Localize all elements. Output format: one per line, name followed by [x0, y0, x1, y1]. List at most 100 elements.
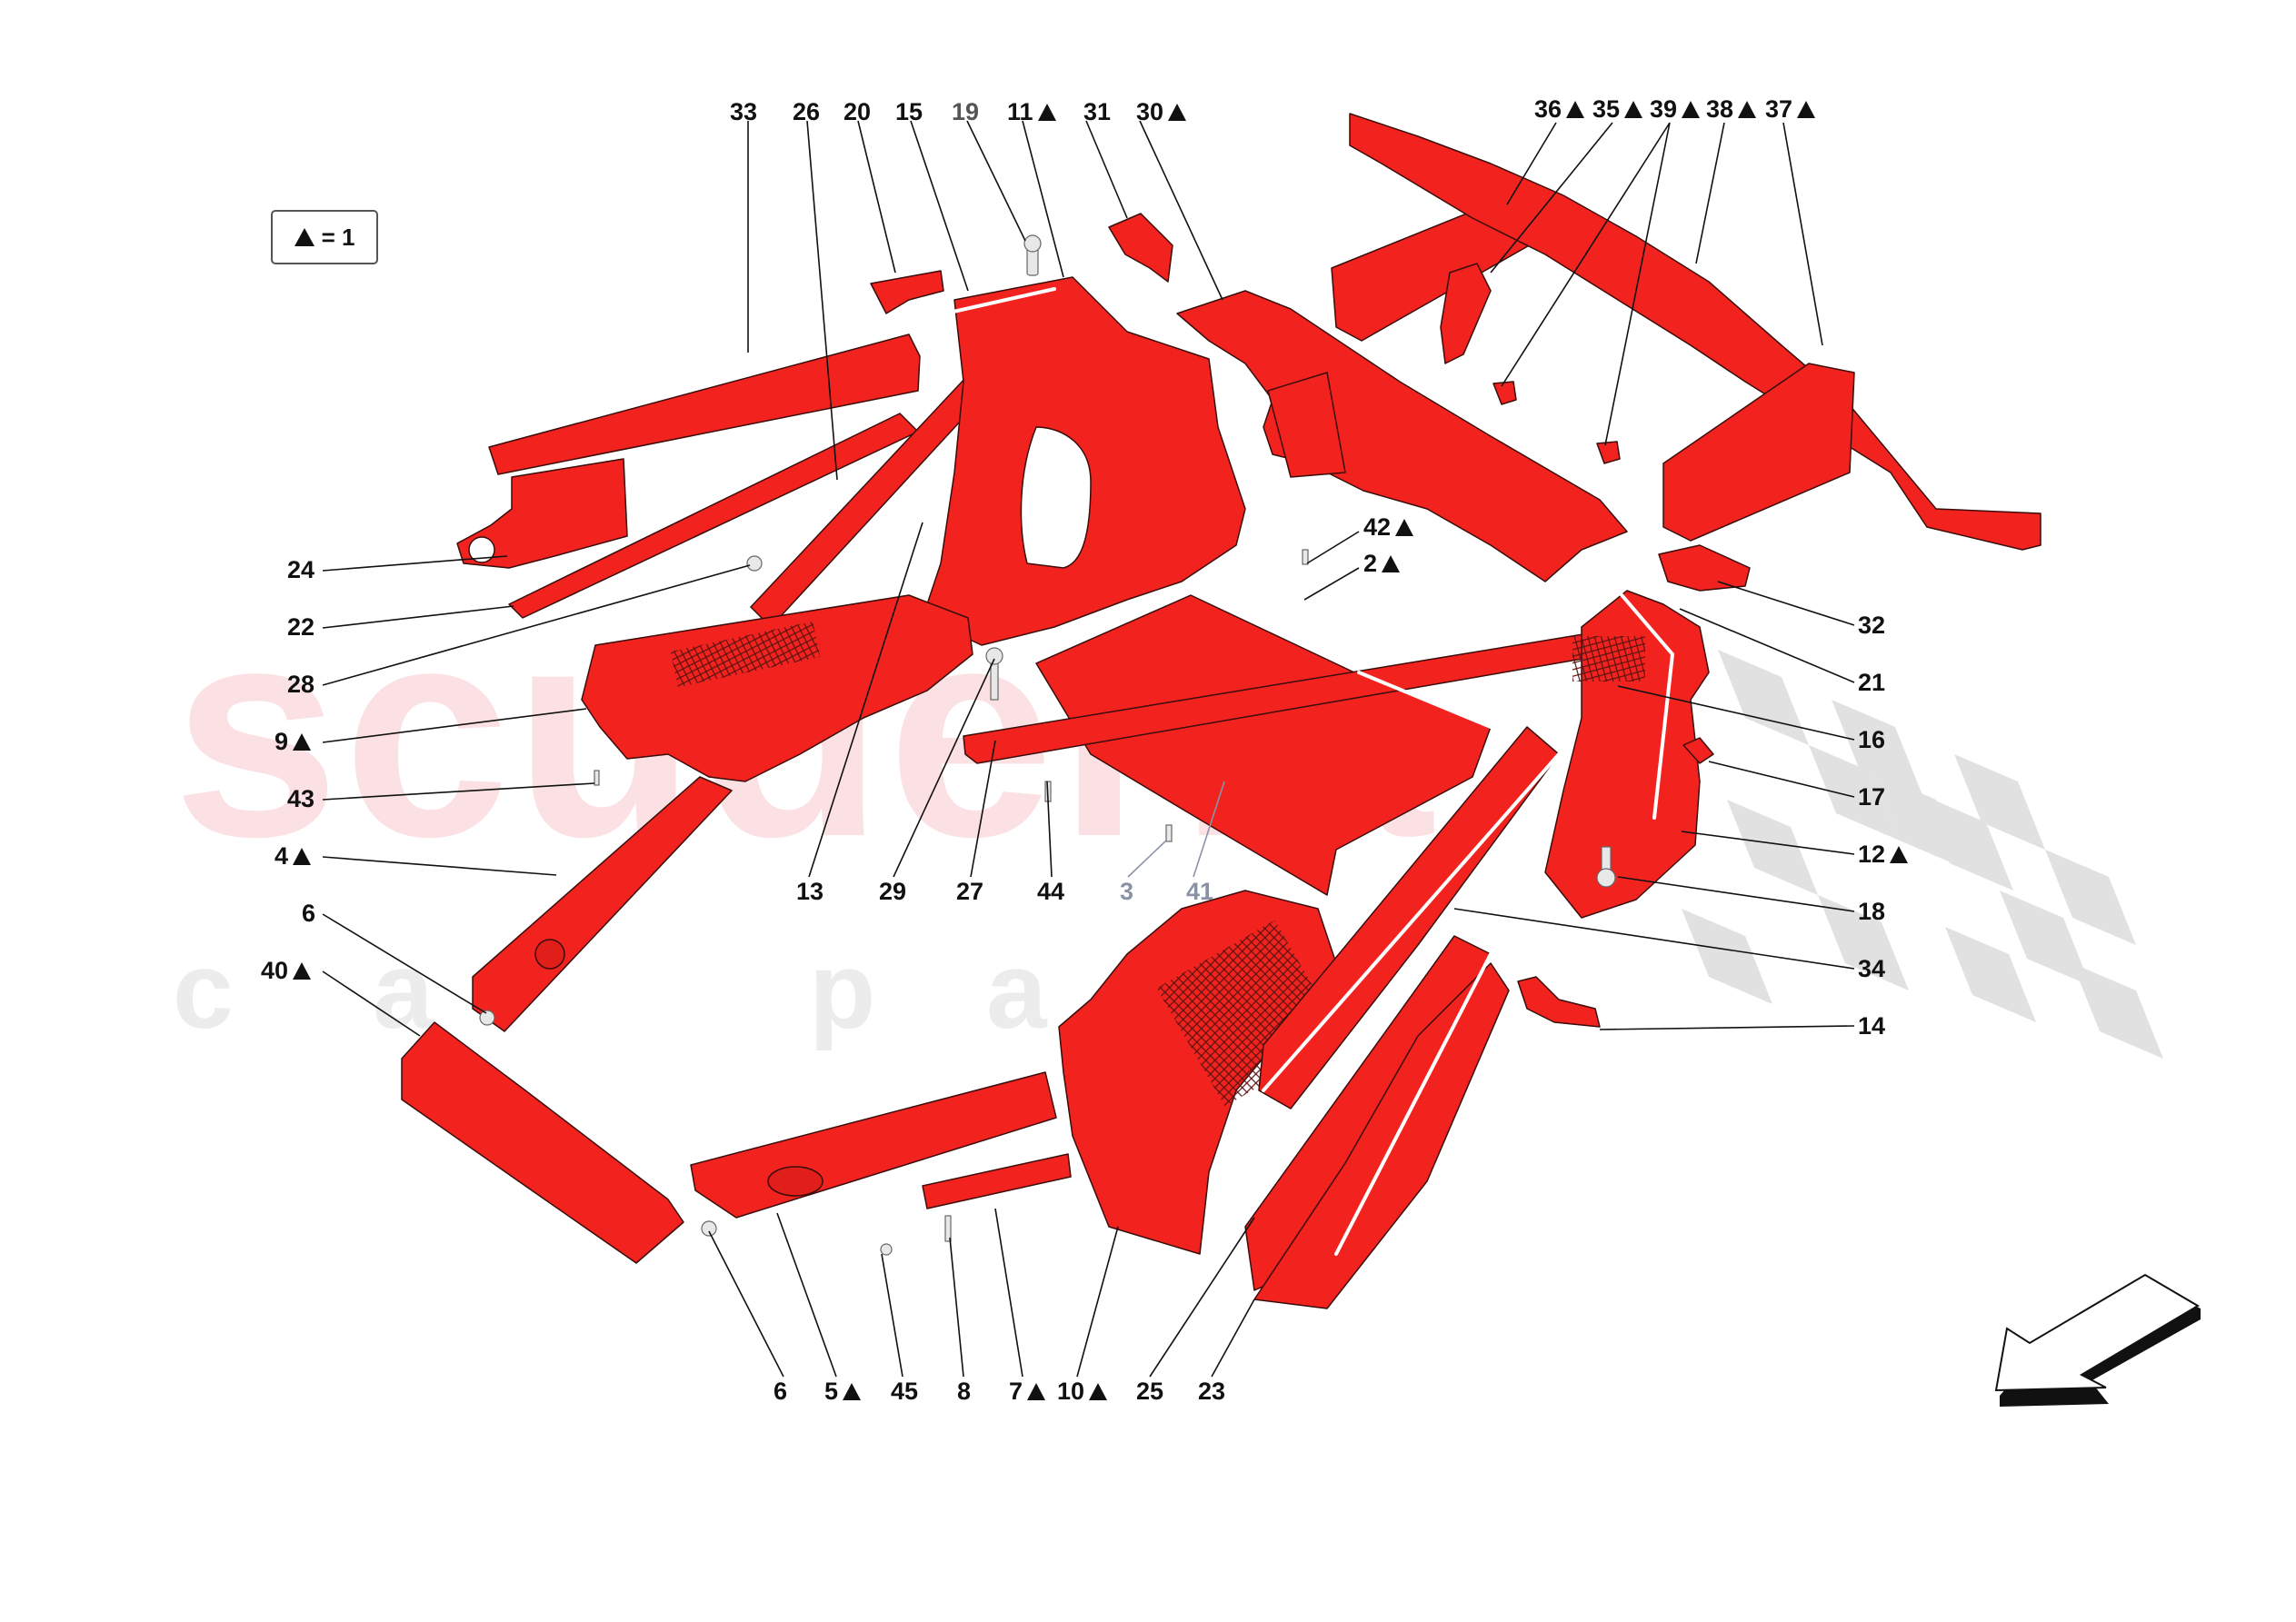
callout[interactable]: 8	[957, 1378, 972, 1405]
part-24-bracket	[456, 458, 628, 569]
part-37-box	[1662, 363, 1855, 542]
bolt-42	[1302, 549, 1309, 565]
bolt-28	[746, 555, 763, 572]
triangle-icon	[1382, 555, 1401, 572]
part-40-bracket	[401, 1021, 684, 1264]
callout[interactable]: 11	[1007, 100, 1056, 124]
part-32-bracket	[1658, 544, 1751, 592]
legend-box: = 1	[271, 210, 378, 264]
bolt-43	[594, 770, 600, 786]
callout[interactable]: 14	[1858, 1012, 1886, 1040]
triangle-icon	[1890, 846, 1909, 863]
callout[interactable]: 16	[1858, 726, 1886, 753]
part-14-bracket	[1517, 976, 1601, 1028]
part-33-rail	[488, 333, 921, 475]
triangle-icon	[1682, 101, 1701, 118]
callout[interactable]: 30	[1136, 100, 1187, 124]
triangle-icon	[1395, 519, 1414, 536]
callout[interactable]: 31	[1083, 98, 1112, 125]
callout[interactable]: 9	[275, 730, 312, 754]
part-17-clip	[1682, 737, 1714, 764]
triangle-icon	[294, 228, 314, 246]
triangle-icon	[1089, 1383, 1108, 1400]
callout[interactable]: 26	[793, 98, 821, 125]
callout[interactable]: 43	[287, 785, 315, 812]
triangle-icon	[1738, 101, 1757, 118]
callout[interactable]: 18	[1858, 898, 1886, 925]
callout[interactable]: 25	[1136, 1378, 1164, 1405]
callout[interactable]: 40	[261, 959, 312, 983]
direction-arrow-icon	[1994, 1273, 2201, 1407]
callout[interactable]: 10	[1057, 1379, 1108, 1404]
callout[interactable]: 22	[287, 613, 315, 641]
watermark-letter: p	[809, 930, 876, 1051]
callout[interactable]: 23	[1198, 1378, 1226, 1405]
callout[interactable]: 12	[1858, 842, 1909, 867]
callout[interactable]: 41	[1186, 878, 1214, 905]
triangle-icon	[1797, 101, 1816, 118]
triangle-icon	[843, 1383, 862, 1400]
callout[interactable]: 45	[891, 1378, 919, 1405]
bolt-3	[1165, 824, 1173, 842]
part-35-bracket	[1440, 263, 1492, 364]
part-39-clip	[1492, 381, 1517, 405]
callout[interactable]: 19	[952, 98, 980, 125]
callout[interactable]: 28	[287, 671, 315, 698]
part-4-rail	[472, 776, 733, 1032]
watermark-letter: c	[173, 930, 234, 1051]
watermark-letter: a	[986, 930, 1047, 1051]
part-20-bracket	[870, 270, 944, 314]
triangle-icon	[1037, 104, 1056, 121]
callout[interactable]: 34	[1858, 955, 1886, 982]
callout[interactable]: 42	[1363, 515, 1414, 540]
callout[interactable]: 4	[275, 844, 312, 869]
bolt-8	[944, 1215, 952, 1242]
callout[interactable]: 2	[1363, 552, 1401, 576]
callout[interactable]: 39	[1650, 97, 1701, 122]
triangle-icon	[293, 962, 312, 980]
triangle-icon	[1168, 104, 1187, 121]
part-2-panel	[1035, 594, 1492, 896]
callout[interactable]: 44	[1037, 878, 1065, 905]
callout[interactable]: 17	[1858, 783, 1886, 811]
callout[interactable]: 32	[1858, 612, 1886, 639]
washer-6b	[701, 1220, 717, 1237]
leader-lines	[322, 120, 1855, 1378]
callout[interactable]: 37	[1765, 97, 1816, 122]
callout[interactable]: 27	[956, 878, 984, 905]
callout[interactable]: 20	[844, 98, 872, 125]
part-27-strut	[963, 631, 1610, 764]
part-5-rail	[690, 1071, 1057, 1219]
callout[interactable]: 36	[1534, 97, 1585, 122]
watermark-letter: a	[373, 930, 434, 1051]
washer-6	[479, 1010, 495, 1026]
triangle-icon	[293, 848, 312, 865]
callout[interactable]: 5	[824, 1379, 862, 1404]
washer-45	[880, 1243, 893, 1256]
callout[interactable]: 38	[1706, 97, 1757, 122]
callout[interactable]: 35	[1592, 97, 1643, 122]
callout[interactable]: 21	[1858, 669, 1886, 696]
callout[interactable]: 29	[879, 878, 907, 905]
part-38-crossbar	[1349, 113, 2041, 551]
frame-parts	[401, 113, 2041, 1309]
callout[interactable]: 13	[796, 878, 824, 905]
callout[interactable]: 7	[1009, 1379, 1046, 1404]
callout[interactable]: 24	[287, 556, 315, 583]
triangle-icon	[293, 733, 312, 751]
callout[interactable]: 6	[302, 900, 316, 927]
callout[interactable]: 33	[730, 98, 758, 125]
callout[interactable]: 6	[774, 1378, 788, 1405]
part-34-member	[1258, 726, 1560, 1110]
part-9-sidemember	[581, 594, 973, 782]
checkered-flag-watermark	[1682, 650, 2163, 1059]
triangle-icon	[1027, 1383, 1046, 1400]
callout[interactable]: 15	[895, 98, 923, 125]
part-23-member	[1253, 962, 1510, 1309]
callout[interactable]: 3	[1120, 878, 1134, 905]
triangle-icon	[1624, 101, 1643, 118]
triangle-icon	[1566, 101, 1585, 118]
part-31-bracket	[1108, 213, 1173, 283]
